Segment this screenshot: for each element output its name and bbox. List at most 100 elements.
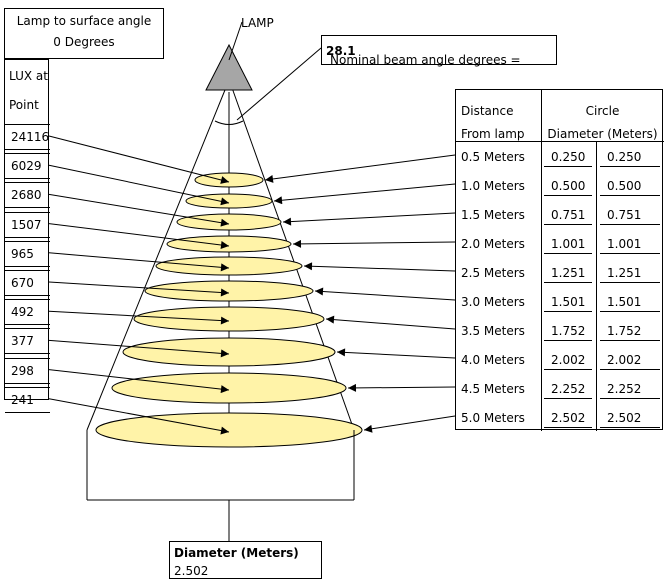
light-circle (185, 193, 273, 209)
beam-angle-value: 28.1 (326, 44, 356, 58)
lux-cell: 6029 (5, 153, 50, 180)
lux-arrow (48, 281, 230, 297)
distance-arrow (264, 154, 456, 183)
lux-arrow (48, 164, 230, 206)
light-circle (133, 306, 325, 332)
table-diameter-2: 1.251 (607, 266, 642, 280)
lux-value: 492 (11, 305, 34, 320)
table-diameter-1: 2.502 (551, 411, 586, 425)
lux-arrow (48, 193, 230, 227)
lux-value: 377 (11, 334, 34, 349)
light-circle (95, 412, 363, 448)
beam-angle-label: Nominal beam angle degrees = (330, 53, 521, 67)
lux-header-line2: Point (9, 98, 39, 112)
table-col1-header-line2: From lamp (461, 127, 525, 141)
table-diameter-1: 0.250 (551, 150, 586, 164)
table-diameter-2: 1.752 (607, 324, 642, 338)
table-col2-header-line2: Diameter (Meters) (547, 127, 658, 141)
table-distance: 1.0 Meters (461, 179, 525, 193)
table-distance: 3.5 Meters (461, 324, 525, 338)
table-diameter-1: 1.501 (551, 295, 586, 309)
table-distance: 2.5 Meters (461, 266, 525, 280)
lux-value: 298 (11, 363, 34, 378)
table-diameter-2: 1.001 (607, 237, 642, 251)
lamp-label: LAMP (241, 16, 274, 30)
table-diameter-1: 2.252 (551, 382, 586, 396)
table-distance: 1.5 Meters (461, 208, 525, 222)
table-distance: 4.0 Meters (461, 353, 525, 367)
distance-arrow (336, 348, 456, 359)
lux-value: 1507 (11, 217, 42, 232)
lux-value: 965 (11, 246, 34, 261)
lux-cell: 24116 (5, 124, 50, 150)
table-col2-header-line1: Circle (585, 104, 620, 118)
table-diameter-1: 2.002 (551, 353, 586, 367)
table-distance: 3.0 Meters (461, 295, 525, 309)
light-circle (155, 256, 303, 276)
beam-angle-text: Nominal beam angle degrees = 28.1 (326, 44, 521, 66)
angle-header-line2: 0 Degrees (53, 35, 115, 49)
beam-angle-leader (236, 47, 322, 121)
distance-table: Distance From lamp Circle Diameter (Mete… (455, 89, 664, 431)
lux-cell: 670 (5, 270, 50, 296)
table-diameter-2: 0.500 (607, 179, 642, 193)
lux-arrow (48, 398, 230, 435)
light-circles (95, 172, 363, 448)
lux-value: 2680 (11, 188, 42, 203)
table-diameter-1: 1.752 (551, 324, 586, 338)
table-diameter-1: 1.001 (551, 237, 586, 251)
table-col1-header-line1: Distance (461, 104, 514, 118)
lamp-icon (205, 43, 253, 91)
angle-header-line1: Lamp to surface angle (16, 14, 152, 28)
light-circle (122, 337, 336, 367)
lux-arrow (48, 135, 230, 184)
lux-cell: 241 (5, 386, 50, 413)
distance-arrow (363, 415, 456, 433)
beam-angle-box: Nominal beam angle degrees = 28.1 (321, 35, 557, 66)
lamp-label-leader (228, 21, 243, 61)
light-circle (144, 280, 314, 302)
distance-arrow (314, 287, 456, 301)
diameter-box: Diameter (Meters) 2.502 (169, 541, 322, 579)
distance-arrow (325, 315, 456, 330)
distance-arrow (273, 183, 456, 205)
lux-arrow (48, 223, 230, 249)
light-circle (176, 213, 282, 231)
table-distance: 5.0 Meters (461, 411, 525, 425)
lux-header-line1: LUX at (9, 69, 48, 83)
lux-arrow (48, 252, 230, 272)
lux-cell: 377 (5, 328, 50, 355)
table-diameter-2: 2.002 (607, 353, 642, 367)
lux-value: 24116 (11, 130, 50, 144)
lux-arrow (48, 339, 230, 358)
light-circle (111, 372, 347, 404)
angle-header-box: Lamp to surface angle 0 Degrees (4, 8, 164, 59)
table-diameter-2: 2.252 (607, 382, 642, 396)
table-diameter-1: 0.500 (551, 179, 586, 193)
table-diameter-2: 1.501 (607, 295, 642, 309)
lux-arrow (48, 369, 230, 394)
diameter-label: Diameter (Meters) (174, 546, 299, 560)
lux-cell: 965 (5, 240, 50, 267)
beam-angle-arc (214, 120, 244, 125)
distance-arrow (282, 212, 456, 226)
diameter-value: 2.502 (174, 564, 209, 578)
lux-cell: 2680 (5, 182, 50, 209)
light-circle (194, 172, 264, 188)
table-diameter-2: 0.751 (607, 208, 642, 222)
table-distance: 0.5 Meters (461, 150, 525, 164)
lux-column: LUX at Point 24116 6029 2680 1507 965 670 492 3… (4, 59, 50, 413)
lux-arrows (48, 135, 230, 435)
lux-cell: 492 (5, 299, 50, 326)
lux-value: 6029 (11, 159, 42, 174)
lux-cell: 298 (5, 357, 50, 384)
distance-arrow (292, 239, 456, 248)
cone-left-edge (86, 84, 228, 431)
table-diameter-1: 1.251 (551, 266, 586, 280)
table-diameter-1: 0.751 (551, 208, 586, 222)
cone-right-edge (230, 84, 355, 431)
lux-value: 670 (11, 276, 34, 290)
table-diameter-2: 0.250 (607, 150, 642, 164)
distance-arrows (264, 154, 456, 433)
